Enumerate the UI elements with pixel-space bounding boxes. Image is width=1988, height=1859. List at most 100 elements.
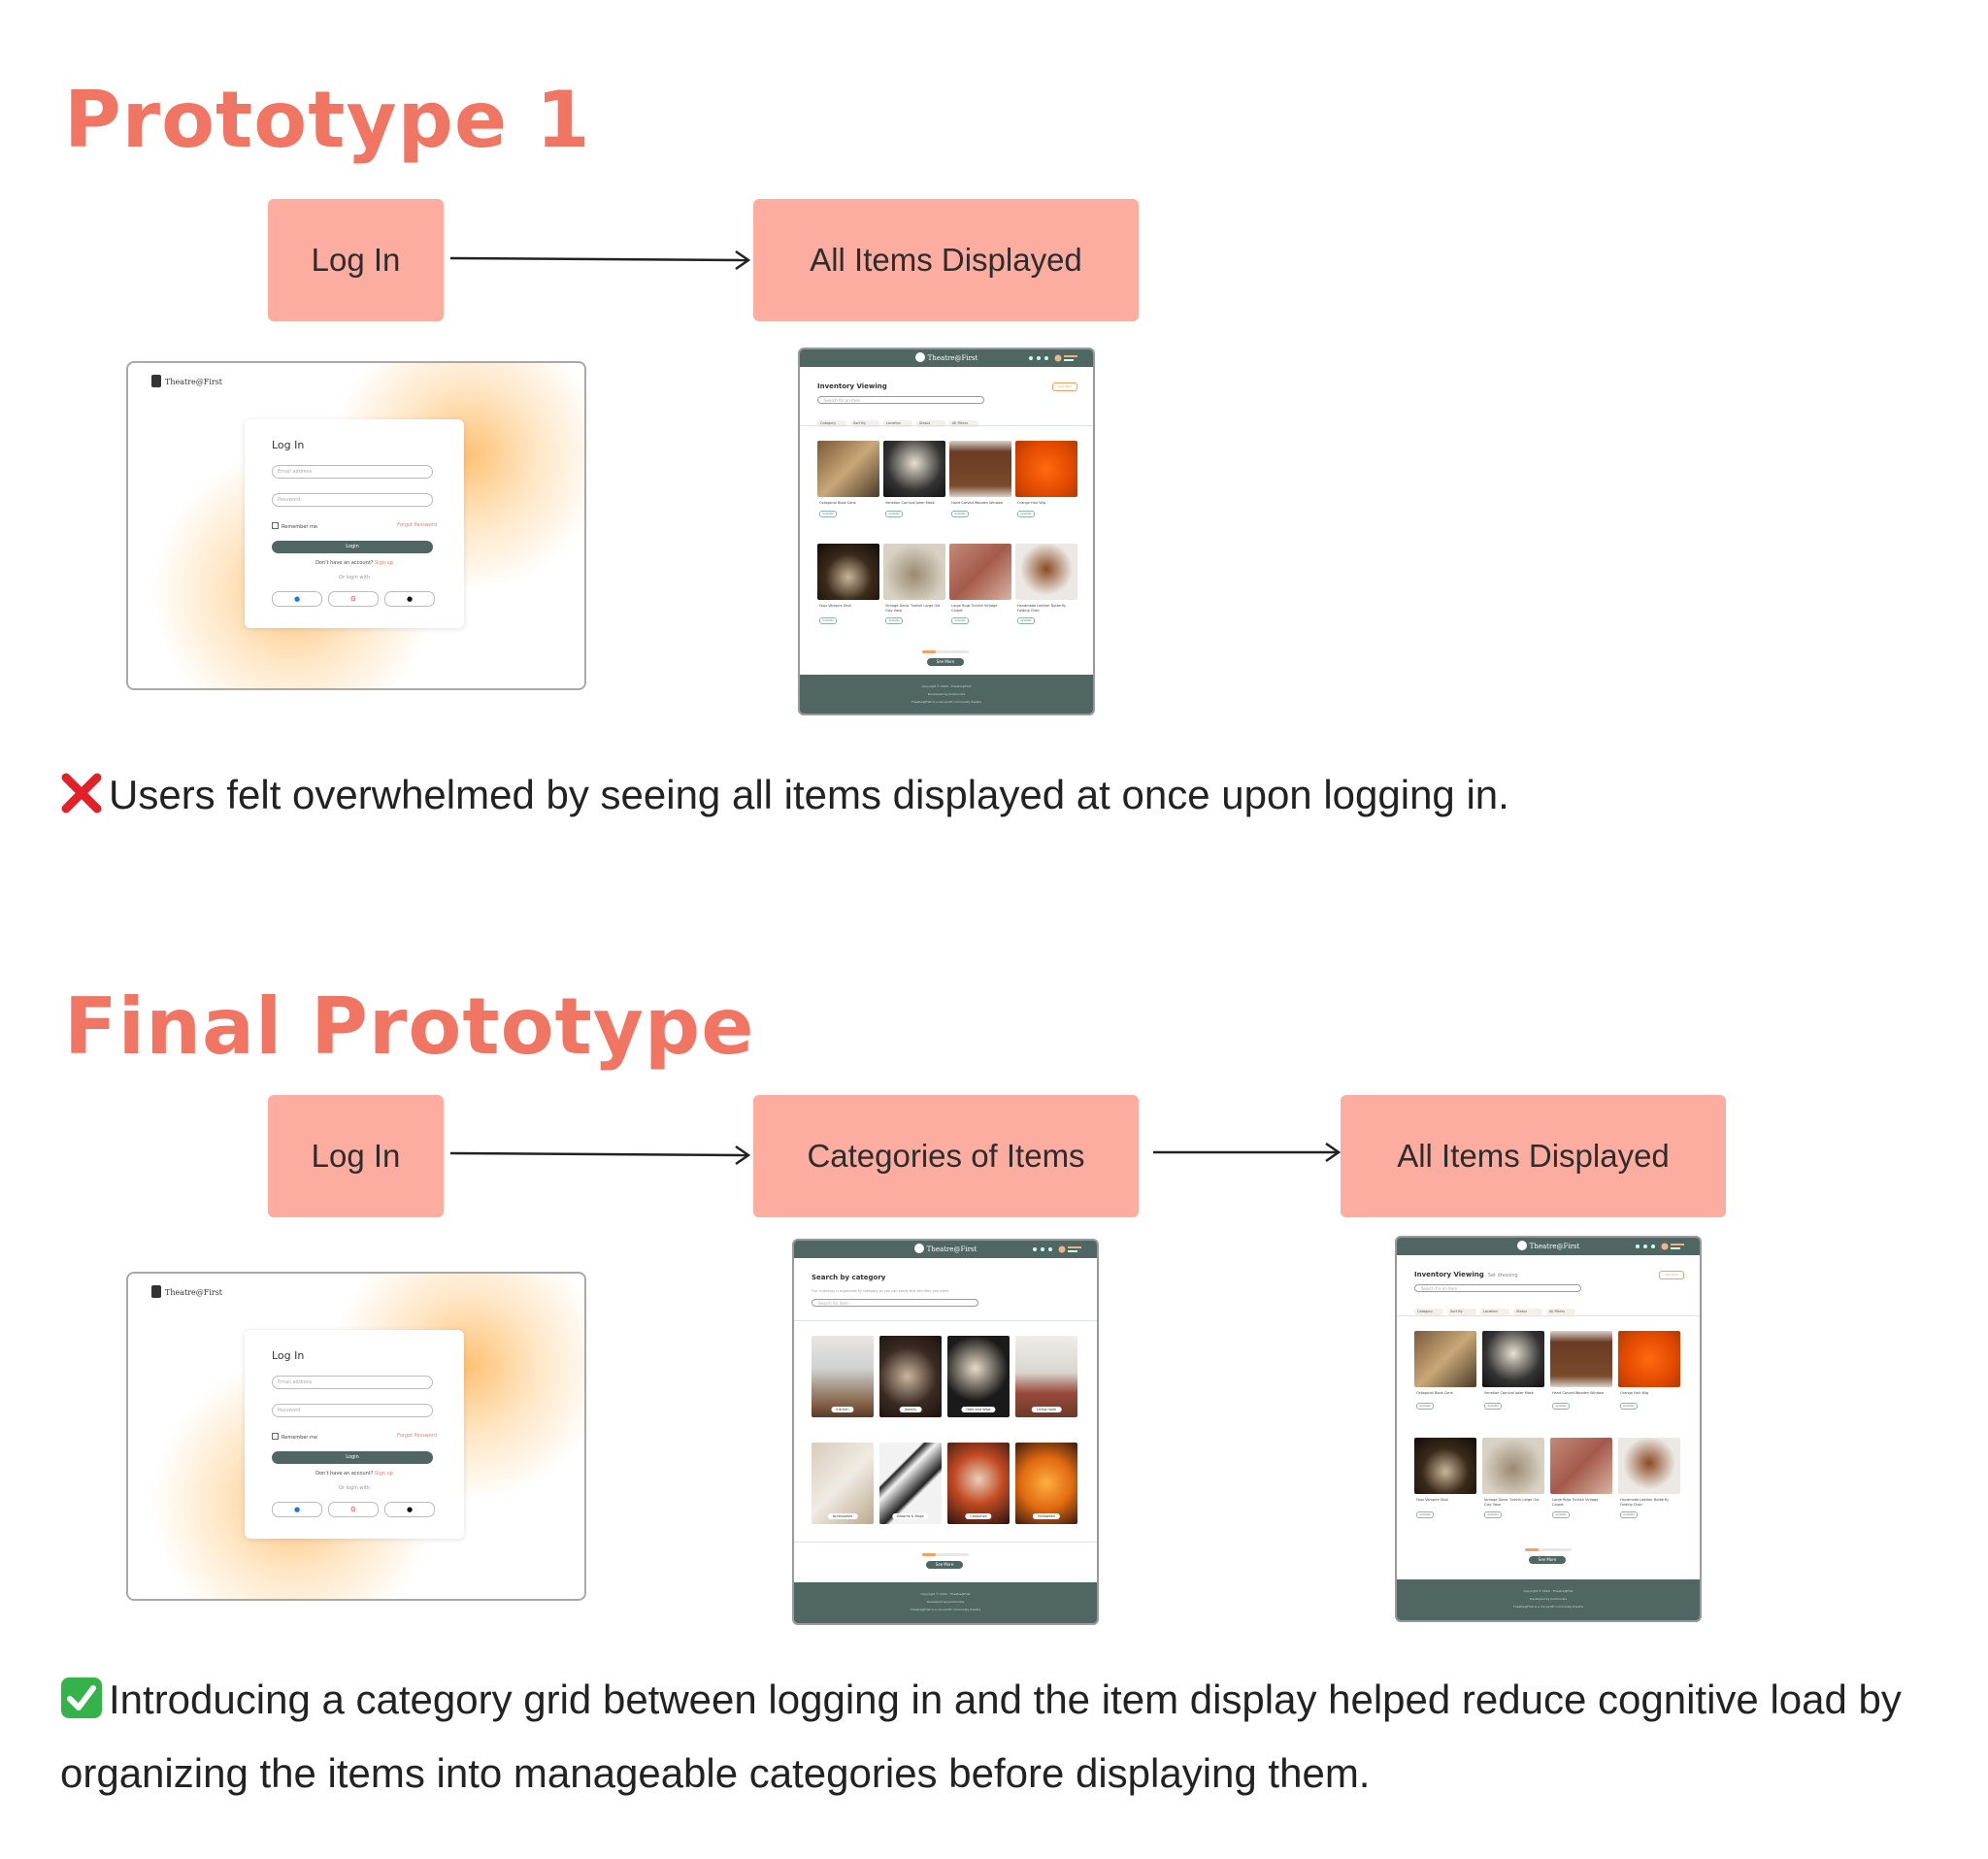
search-input[interactable]: Search for an item — [1414, 1284, 1581, 1292]
category-tile[interactable]: Accessories — [812, 1443, 874, 1524]
search-input[interactable]: Search for item — [812, 1299, 978, 1307]
status-badge: Available — [885, 617, 903, 624]
status-badge: Available — [1484, 1511, 1502, 1518]
flow-step-login: Log In — [268, 1095, 444, 1217]
flow-step-categories: Categories of Items — [753, 1095, 1139, 1217]
category-tile[interactable]: Brooms & Mops — [879, 1443, 942, 1524]
item-image[interactable] — [883, 544, 945, 600]
password-field[interactable]: Password — [272, 1404, 433, 1417]
item-image[interactable] — [1414, 1438, 1476, 1494]
email-field[interactable]: Email address — [272, 465, 433, 479]
item-image[interactable] — [1550, 1438, 1612, 1494]
item-image[interactable] — [1482, 1331, 1544, 1387]
status-badge: Available — [951, 511, 969, 517]
category-tile[interactable]: Costumes — [947, 1443, 1010, 1524]
login-title: Log In — [272, 439, 305, 451]
signup-text: Don't have an account? Sign up — [315, 1471, 393, 1477]
page-description: Our inventory is organized by category s… — [812, 1289, 949, 1293]
app-header: Theatre@First — [800, 349, 1093, 367]
progress-bar — [922, 650, 969, 653]
forgot-password-link[interactable]: Forgot Password — [397, 522, 437, 528]
item-image[interactable] — [883, 441, 945, 497]
footer: Copyright © 2024 - Theatre@First Develop… — [800, 675, 1093, 714]
item-name: Handmade Leather Butterfly Folding Chair — [1017, 604, 1066, 613]
item-name: Venetian Carnival Joker Mask — [885, 501, 935, 505]
item-name: Large Rugs Turkish Vintage Carpet — [1552, 1498, 1599, 1507]
item-name: Hand Carved Wooden Window — [951, 501, 1003, 505]
category-tile[interactable]: Kitchen — [812, 1336, 874, 1417]
item-name: Faux Vampire Skull — [1416, 1498, 1449, 1502]
password-field[interactable]: Password — [272, 493, 433, 507]
flow-step-all-items: All Items Displayed — [1341, 1095, 1726, 1217]
section1-note: Users felt overwhelmed by seeing all ite… — [60, 772, 1509, 818]
or-login-with: Or login with — [339, 1485, 370, 1491]
category-tile[interactable]: Hats and Wigs — [947, 1336, 1010, 1417]
status-badge: Available — [819, 617, 837, 624]
item-image[interactable] — [1015, 544, 1077, 600]
progress-bar — [1525, 1548, 1572, 1551]
check-mark-icon — [61, 1677, 102, 1718]
cross-mark-icon — [61, 773, 102, 813]
login-button[interactable]: Login — [272, 1451, 433, 1464]
status-badge: Available — [951, 617, 969, 624]
apple-icon[interactable]: ● — [384, 591, 435, 607]
item-image[interactable] — [1618, 1331, 1680, 1387]
see-more-button[interactable]: See More — [927, 658, 964, 666]
search-input[interactable]: Search for an item — [817, 396, 984, 404]
login-screenshot: Theatre@First Log In Email address Passw… — [126, 361, 586, 690]
item-name: Orange Hair Wig — [1620, 1391, 1648, 1395]
section2-title: Final Prototype — [64, 981, 755, 1072]
item-image[interactable] — [817, 441, 879, 497]
status-badge: Available — [1017, 511, 1035, 517]
item-name: Hand Carved Wooden Window — [1552, 1391, 1604, 1395]
status-badge: Available — [1484, 1403, 1502, 1410]
add-item-button[interactable]: Add Item — [1659, 1271, 1684, 1279]
app-header: Theatre@First — [794, 1241, 1097, 1258]
email-field[interactable]: Email address — [272, 1376, 433, 1389]
category-tile[interactable]: Halloween — [1015, 1443, 1077, 1524]
facebook-icon[interactable]: ● — [272, 1502, 322, 1517]
category-tile[interactable]: Jewelry — [879, 1336, 942, 1417]
login-title: Log In — [272, 1349, 305, 1362]
category-tile[interactable]: Living room — [1015, 1336, 1077, 1417]
flow-step-all-items: All Items Displayed — [753, 199, 1139, 321]
see-more-button[interactable]: See More — [926, 1561, 963, 1569]
login-screenshot: Theatre@First Log In Email address Passw… — [126, 1272, 586, 1601]
status-badge: Available — [1017, 617, 1035, 624]
item-name: Octagonal Book Cone — [1416, 1391, 1453, 1395]
item-name: Orange Hair Wig — [1017, 501, 1045, 505]
status-badge: Available — [1620, 1511, 1638, 1518]
add-item-button[interactable]: Add Item — [1052, 382, 1077, 391]
apple-icon[interactable]: ● — [384, 1502, 435, 1517]
google-icon[interactable]: G — [328, 591, 379, 607]
status-badge: Available — [1552, 1403, 1570, 1410]
remember-me-checkbox[interactable]: Remember me — [272, 1433, 317, 1441]
arrow-icon — [1153, 1143, 1342, 1163]
remember-me-checkbox[interactable]: Remember me — [272, 522, 317, 530]
arrow-icon — [449, 1145, 751, 1166]
item-image[interactable] — [1618, 1438, 1680, 1494]
item-name: Handmade Leather Butterfly Folding Chair — [1620, 1498, 1669, 1507]
item-image[interactable] — [1550, 1331, 1612, 1387]
item-image[interactable] — [1482, 1438, 1544, 1494]
login-button[interactable]: Login — [272, 541, 433, 553]
login-card: Log In Email address Password Remember m… — [245, 1330, 464, 1539]
facebook-icon[interactable]: ● — [272, 591, 322, 607]
item-image[interactable] — [949, 544, 1011, 600]
item-image[interactable] — [949, 441, 1011, 497]
item-name: Vintage Decor Turkish Large Old Clay Vas… — [885, 604, 941, 613]
page-title: Search by category — [812, 1274, 886, 1281]
progress-bar — [922, 1553, 969, 1556]
item-name: Large Rugs Turkish Vintage Carpet — [951, 604, 998, 613]
footer: Copyright © 2024 - Theatre@First Develop… — [794, 1582, 1097, 1623]
item-image[interactable] — [1414, 1331, 1476, 1387]
forgot-password-link[interactable]: Forgot Password — [397, 1433, 437, 1439]
brand-logo: Theatre@First — [151, 375, 222, 387]
item-image[interactable] — [1015, 441, 1077, 497]
login-card: Log In Email address Password Remember m… — [245, 419, 464, 628]
google-icon[interactable]: G — [328, 1502, 379, 1517]
item-name: Vintage Decor Turkish Large Old Clay Vas… — [1484, 1498, 1540, 1507]
item-image[interactable] — [817, 544, 879, 600]
see-more-button[interactable]: See More — [1529, 1556, 1566, 1564]
